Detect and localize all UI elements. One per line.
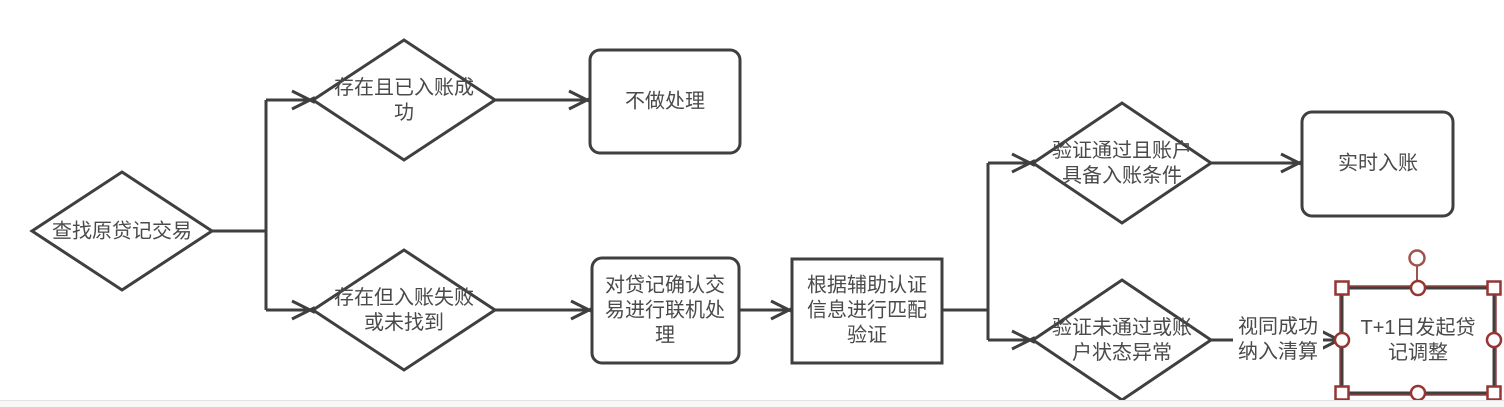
process-realtime-posting[interactable] xyxy=(1300,110,1455,218)
resize-handle-middle-right[interactable] xyxy=(1485,331,1503,349)
process-match-verify-aux-auth[interactable] xyxy=(790,257,944,365)
node-label-find-original-credit-tx[interactable]: 查找原贷记交易 xyxy=(52,220,192,243)
resize-handle-top-left[interactable] xyxy=(1334,280,1350,296)
decision-exists-post-failed-or-missing[interactable] xyxy=(310,248,498,372)
resize-handle-bottom-right[interactable] xyxy=(1486,385,1502,401)
node-label-exists-posted-success[interactable]: 存在且已入账成功 xyxy=(334,77,474,124)
node-label-online-process-credit-confirm[interactable]: 对贷记确认交易进行联机处理 xyxy=(605,274,725,347)
resize-handle-top-right[interactable] xyxy=(1486,280,1502,296)
connector-split-right[interactable] xyxy=(942,163,990,340)
resize-handle-top-middle[interactable] xyxy=(1409,279,1427,297)
decision-find-original-credit-tx[interactable] xyxy=(29,170,215,292)
node-label-no-action[interactable]: 不做处理 xyxy=(625,90,705,113)
node-label-match-verify-aux-auth[interactable]: 根据辅助认证信息进行匹配验证 xyxy=(807,274,927,347)
node-label-verify-fail-account-abnormal[interactable]: 验证未通过或账户状态异常 xyxy=(1052,317,1192,364)
process-online-process-credit-confirm[interactable] xyxy=(590,256,741,365)
connector-split-left[interactable] xyxy=(212,100,268,310)
resize-handle-middle-left[interactable] xyxy=(1333,331,1351,349)
process-t1-credit-adjustment[interactable] xyxy=(1340,286,1496,395)
rotation-handle[interactable] xyxy=(1408,249,1426,267)
resize-handle-bottom-middle[interactable] xyxy=(1409,384,1427,402)
decision-verify-fail-account-abnormal[interactable] xyxy=(1030,278,1214,402)
decision-verify-pass-account-ok[interactable] xyxy=(1030,101,1214,225)
canvas-bottom-edge xyxy=(0,400,1504,407)
process-no-action[interactable] xyxy=(588,48,742,155)
selection-overlay xyxy=(1333,249,1503,402)
node-label-exists-post-failed-or-missing[interactable]: 存在但入账失败或未找到 xyxy=(334,287,474,334)
edge-label-deemed-success[interactable]: 视同成功纳入清算 xyxy=(1233,315,1323,365)
node-label-t1-credit-adjustment[interactable]: T+1日发起贷记调整 xyxy=(1360,317,1476,364)
node-label-realtime-posting[interactable]: 实时入账 xyxy=(1338,152,1418,175)
resize-handle-bottom-left[interactable] xyxy=(1334,385,1350,401)
decision-exists-posted-success[interactable] xyxy=(310,38,498,162)
node-label-verify-pass-account-ok[interactable]: 验证通过且账户具备入账条件 xyxy=(1052,140,1192,187)
